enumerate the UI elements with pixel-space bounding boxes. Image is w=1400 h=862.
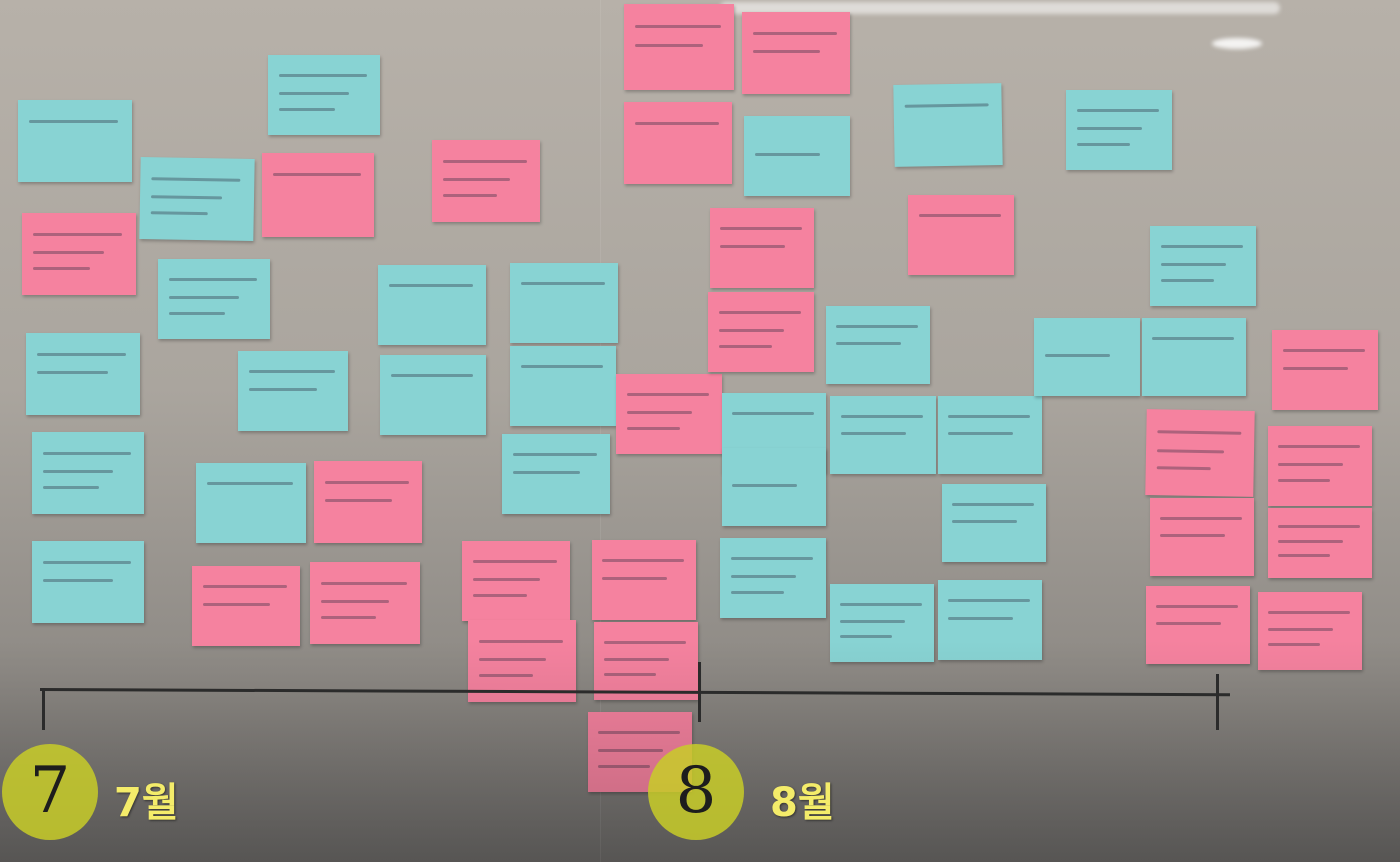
sticky-note-blue bbox=[938, 396, 1042, 474]
sticky-note-pink bbox=[1268, 426, 1372, 506]
timeline-tick bbox=[698, 662, 701, 722]
sticky-note-blue bbox=[380, 355, 486, 435]
sticky-note-pink bbox=[192, 566, 300, 646]
sticky-note-pink bbox=[262, 153, 374, 237]
sticky-note-blue bbox=[938, 580, 1042, 660]
month-label-august: 8월 bbox=[770, 780, 835, 826]
sticky-note-pink bbox=[1150, 498, 1254, 576]
sticky-note-blue bbox=[893, 83, 1003, 167]
sticky-note-pink bbox=[624, 4, 734, 90]
sticky-note-pink bbox=[742, 12, 850, 94]
sticky-note-blue bbox=[720, 538, 826, 618]
sticky-note-blue bbox=[1142, 318, 1246, 396]
sticky-note-pink bbox=[624, 102, 732, 184]
sticky-note-blue bbox=[830, 396, 936, 474]
sticky-note-pink bbox=[1146, 586, 1250, 664]
sticky-note-blue bbox=[1150, 226, 1256, 306]
sticky-note-blue bbox=[722, 448, 826, 526]
sticky-note-pink bbox=[1268, 508, 1372, 578]
sticky-note-pink bbox=[22, 213, 136, 295]
sticky-note-blue bbox=[830, 584, 934, 662]
lamp-reflection bbox=[1212, 38, 1262, 49]
sticky-note-blue bbox=[32, 432, 144, 514]
timeline-tick bbox=[42, 688, 45, 730]
sticky-note-blue bbox=[744, 116, 850, 196]
sticky-note-pink bbox=[710, 208, 814, 288]
timeline-tick bbox=[1216, 674, 1219, 730]
sticky-note-blue bbox=[158, 259, 270, 339]
sticky-note-blue bbox=[18, 100, 132, 182]
sticky-note-blue bbox=[26, 333, 140, 415]
sticky-note-blue bbox=[32, 541, 144, 623]
sticky-note-pink bbox=[314, 461, 422, 543]
month-digit: 7 bbox=[29, 754, 71, 828]
sticky-note-pink bbox=[1258, 592, 1362, 670]
sticky-note-pink bbox=[594, 622, 698, 700]
sticky-note-pink bbox=[1272, 330, 1378, 410]
sticky-note-pink bbox=[616, 374, 722, 454]
sticky-note-blue bbox=[139, 157, 255, 241]
sticky-note-blue bbox=[1034, 318, 1140, 396]
sticky-note-blue bbox=[510, 346, 616, 426]
sticky-note-blue bbox=[196, 463, 306, 543]
sticky-note-blue bbox=[502, 434, 610, 514]
sticky-note-blue bbox=[238, 351, 348, 431]
month-marker-august: 8 bbox=[648, 744, 744, 840]
board-seam bbox=[600, 0, 601, 862]
sticky-note-blue bbox=[510, 263, 618, 343]
sticky-note-pink bbox=[1145, 409, 1255, 497]
sticky-note-pink bbox=[462, 541, 570, 621]
light-glare bbox=[720, 2, 1280, 14]
sticky-note-pink bbox=[468, 620, 576, 702]
sticky-note-blue bbox=[268, 55, 380, 135]
month-marker-july: 7 bbox=[2, 744, 98, 840]
sticky-note-pink bbox=[908, 195, 1014, 275]
sticky-note-pink bbox=[708, 292, 814, 372]
sticky-note-blue bbox=[1066, 90, 1172, 170]
month-digit: 8 bbox=[675, 754, 717, 828]
sticky-note-blue bbox=[826, 306, 930, 384]
sticky-note-pink bbox=[592, 540, 696, 620]
sticky-note-blue bbox=[942, 484, 1046, 562]
sticky-note-pink bbox=[310, 562, 420, 644]
sticky-note-pink bbox=[432, 140, 540, 222]
sticky-note-blue bbox=[378, 265, 486, 345]
month-label-july: 7월 bbox=[114, 780, 179, 826]
